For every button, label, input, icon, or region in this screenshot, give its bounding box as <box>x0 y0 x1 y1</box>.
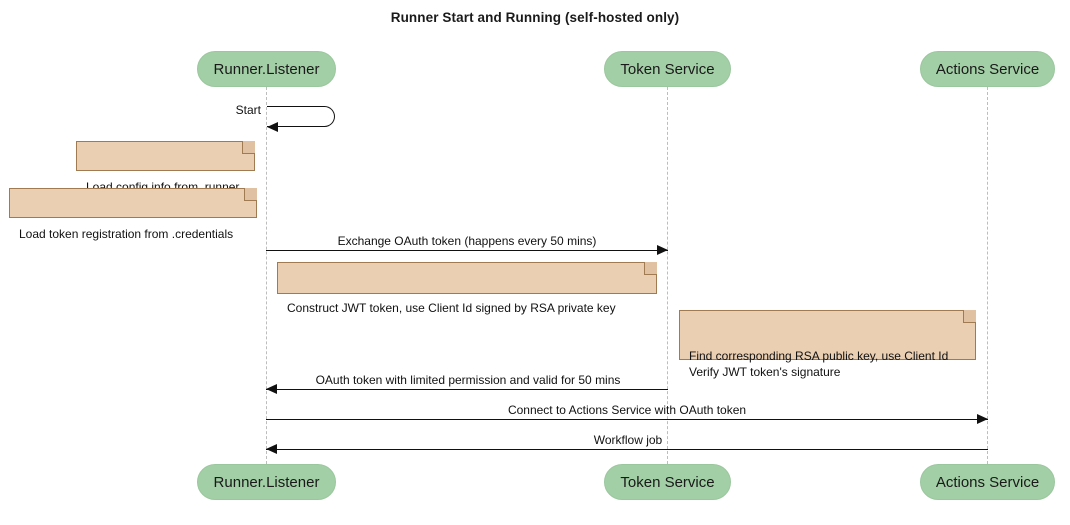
message-label-exchange-oauth-token: Exchange OAuth token (happens every 50 m… <box>337 234 597 248</box>
note-text: Construct JWT token, use Client Id signe… <box>287 301 616 315</box>
note-fold-icon <box>244 188 257 201</box>
arrowhead-connect-actions-service <box>977 413 988 424</box>
participant-actions-top[interactable]: Actions Service <box>920 51 1055 87</box>
participant-token-top[interactable]: Token Service <box>604 51 731 87</box>
participant-runner-bottom[interactable]: Runner.Listener <box>197 464 336 500</box>
message-label-start: Start <box>235 103 261 117</box>
arrowhead-start <box>267 121 278 132</box>
note-fold-icon <box>963 310 976 323</box>
message-line-exchange-oauth-token <box>266 250 668 251</box>
participant-label: Actions Service <box>935 60 1040 78</box>
participant-token-bottom[interactable]: Token Service <box>604 464 731 500</box>
message-line-connect-actions-service <box>266 419 988 420</box>
message-label-workflow-job: Workflow job <box>593 433 663 447</box>
arrowhead-workflow-job <box>266 443 277 454</box>
participant-runner-top[interactable]: Runner.Listener <box>197 51 336 87</box>
note-text: Find corresponding RSA public key, use C… <box>689 349 949 379</box>
note-verify-jwt: Find corresponding RSA public key, use C… <box>679 310 976 379</box>
note-text: Load token registration from .credential… <box>19 227 234 241</box>
note-construct-jwt: Construct JWT token, use Client Id signe… <box>277 262 657 315</box>
note-fold-icon <box>242 141 255 154</box>
participant-label: Actions Service <box>935 473 1040 491</box>
participant-label: Token Service <box>620 60 715 78</box>
participant-label: Runner.Listener <box>213 473 320 491</box>
lifeline-runner <box>266 87 267 464</box>
note-load-config: Load config info from .runner <box>76 141 255 194</box>
note-fold-icon <box>644 262 657 275</box>
lifeline-actions <box>987 87 988 464</box>
message-label-connect-actions-service: Connect to Actions Service with OAuth to… <box>507 403 747 417</box>
message-selfloop-start <box>267 106 335 127</box>
lifeline-token <box>667 87 668 464</box>
participant-actions-bottom[interactable]: Actions Service <box>920 464 1055 500</box>
message-line-workflow-job <box>266 449 988 450</box>
participant-label: Token Service <box>620 473 715 491</box>
message-label-oauth-token-reply: OAuth token with limited permission and … <box>315 373 621 387</box>
arrowhead-oauth-token-reply <box>266 383 277 394</box>
page-title: Runner Start and Running (self-hosted on… <box>390 10 680 25</box>
participant-label: Runner.Listener <box>213 60 320 78</box>
note-load-token-registration: Load token registration from .credential… <box>9 188 257 241</box>
message-line-oauth-token-reply <box>266 389 668 390</box>
arrowhead-exchange-oauth-token <box>657 244 668 255</box>
